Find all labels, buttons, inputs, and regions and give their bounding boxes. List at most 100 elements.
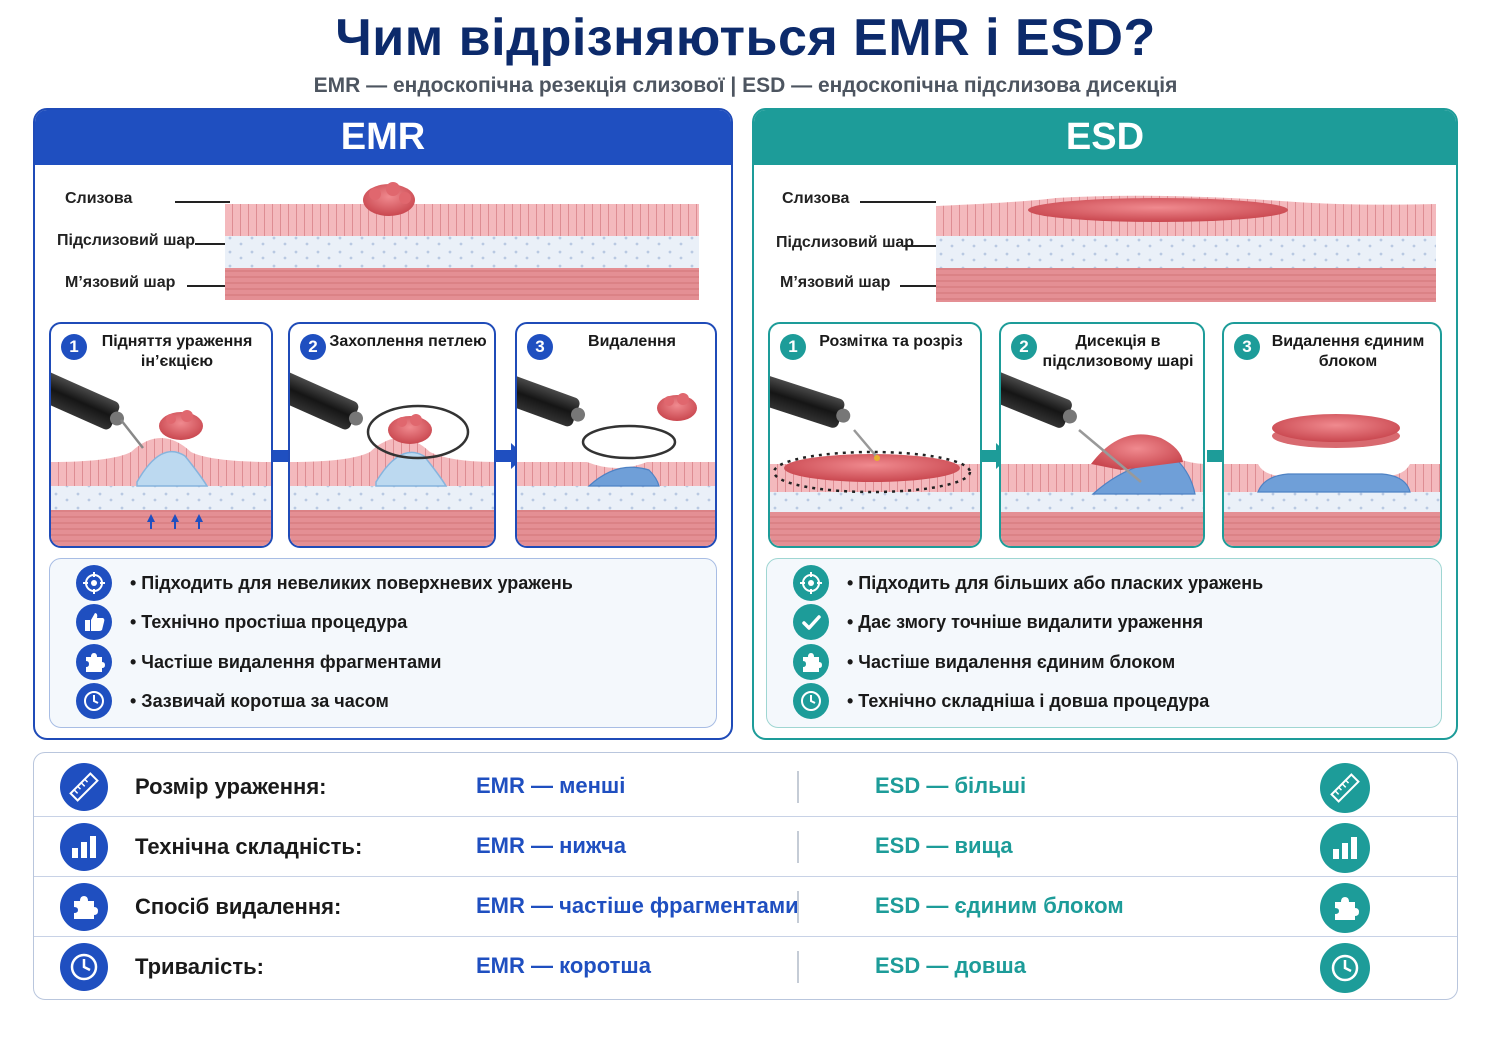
step-number: 1 [780, 334, 806, 360]
step-number: 1 [61, 334, 87, 360]
emr-tissue-diagram [225, 182, 699, 300]
emr-step-3: 3 Видалення [515, 322, 717, 548]
list-item: • Технічно простіша процедура [76, 602, 407, 642]
esd-bullet-list: • Підходить для більших або пласких ураж… [766, 558, 1442, 728]
clock-icon [1320, 943, 1370, 993]
bar-chart-icon [1320, 823, 1370, 873]
step-title: Розмітка та розріз [819, 333, 963, 350]
emr-layer-label-mucosa: Слизова [65, 190, 133, 207]
emr-step-1: 1 Підняття ураження ін’єкцією [49, 322, 273, 548]
emr-value: EMR — нижча [476, 833, 626, 858]
esd-layer-label-muscle: М’язовий шар [780, 274, 891, 291]
esd-layer-label-mucosa: Слизова [782, 190, 850, 207]
list-item: • Зазвичай коротша за часом [76, 681, 389, 721]
step-number: 2 [300, 334, 326, 360]
emr-value: EMR — менші [476, 773, 626, 798]
table-row: Технічна складність: EMR — нижча ESD — в… [34, 817, 1457, 877]
emr-bullet-list: • Підходить для невеликих поверхневих ур… [49, 558, 717, 728]
ruler-icon [60, 763, 108, 811]
column-divider [797, 771, 799, 803]
step-number: 3 [1234, 334, 1260, 360]
esd-step-2: 2 Дисекція в підслизовому шарі [999, 322, 1205, 548]
row-divider [34, 815, 1457, 817]
row-divider [34, 935, 1457, 937]
row-divider [34, 875, 1457, 877]
esd-leader-submucosa [904, 245, 936, 247]
esd-leader-muscle [900, 285, 936, 287]
emr-leader-mucosa [175, 201, 230, 203]
emr-value: EMR — коротша [476, 953, 651, 978]
emr-value: EMR — частіше фрагментами [476, 893, 799, 918]
column-divider [797, 951, 799, 983]
bullet-text: • Підходить для невеликих поверхневих ур… [130, 572, 573, 593]
esd-step-3-illustration [1224, 414, 1440, 546]
emr-step-2: 2 Захоплення петлею [288, 322, 496, 548]
esd-leader-mucosa [860, 201, 936, 203]
page-title: Чим відрізняються EMR і ESD? [335, 9, 1156, 67]
list-item: • Підходить для більших або пласких ураж… [793, 563, 1263, 603]
bar-chart-icon [60, 823, 108, 871]
table-row: Спосіб видалення: EMR — частіше фрагмент… [34, 877, 1457, 937]
clock-icon [76, 683, 112, 719]
bullet-text: • Технічно складніша і довша процедура [847, 690, 1210, 711]
esd-step-1-illustration [770, 373, 980, 546]
esd-layer-label-submucosa: Підслизовий шар [776, 234, 915, 251]
clock-icon [793, 683, 829, 719]
list-item: • Частіше видалення фрагментами [76, 642, 441, 682]
esd-value: ESD — вища [875, 833, 1013, 858]
comparison-table: Розмір ураження: EMR — менші ESD — більш… [33, 752, 1458, 1000]
step-title: Підняття ураження ін’єкцією [101, 333, 253, 370]
puzzle-icon [793, 644, 829, 680]
esd-value: ESD — довша [875, 953, 1026, 978]
bullet-text: • Технічно простіша процедура [130, 611, 408, 632]
emr-leader-muscle [187, 285, 231, 287]
criterion-label: Спосіб видалення: [135, 894, 342, 919]
criterion-label: Технічна складність: [135, 834, 363, 859]
bullet-text: • Частіше видалення єдиним блоком [847, 651, 1176, 672]
bullet-text: • Зазвичай коротша за часом [130, 690, 389, 711]
emr-layer-label-submucosa: Підслизовий шар [57, 232, 196, 249]
thumbs-up-icon [76, 604, 112, 640]
table-row: Тривалість: EMR — коротша ESD — довша [34, 937, 1457, 997]
clock-icon [60, 943, 108, 991]
emr-step-3-illustration [517, 374, 715, 546]
esd-tissue-diagram [936, 195, 1436, 302]
esd-value: ESD — більші [875, 773, 1027, 798]
column-divider [797, 831, 799, 863]
esd-value: ESD — єдиним блоком [875, 893, 1124, 918]
check-icon [793, 604, 829, 640]
target-icon [76, 565, 112, 601]
step-title: Видалення [588, 333, 676, 350]
puzzle-icon [76, 644, 112, 680]
puzzle-icon [60, 883, 108, 931]
emr-layer-label-muscle: М’язовий шар [65, 274, 176, 291]
criterion-label: Розмір ураження: [135, 774, 327, 799]
step-number: 2 [1011, 334, 1037, 360]
step-title: Дисекція в підслизовому шарі [1042, 333, 1194, 370]
list-item: • Частіше видалення єдиним блоком [793, 642, 1175, 682]
esd-panel: ESD Слизова Підслизовий шар М’язовий шар… [752, 108, 1458, 740]
step-title: Захоплення петлею [329, 333, 487, 350]
esd-header: ESD [754, 110, 1456, 165]
page-subtitle: EMR — ендоскопічна резекція слизової | E… [313, 74, 1178, 97]
bullet-text: • Дає змогу точніше видалити ураження [847, 611, 1204, 632]
emr-step-1-illustration [51, 370, 271, 546]
target-icon [793, 565, 829, 601]
criterion-label: Тривалість: [135, 954, 264, 979]
esd-step-1: 1 Розмітка та розріз [768, 322, 982, 548]
bullet-text: • Частіше видалення фрагментами [130, 651, 442, 672]
esd-step-3: 3 Видалення єдиним блоком [1222, 322, 1442, 548]
bullet-text: • Підходить для більших або пласких ураж… [847, 572, 1264, 593]
emr-leader-submucosa [195, 243, 231, 245]
emr-step-2-illustration [290, 370, 494, 546]
list-item: • Технічно складніша і довша процедура [793, 681, 1209, 721]
ruler-icon [1320, 763, 1370, 813]
esd-step-2-illustration [1001, 370, 1203, 546]
column-divider [797, 891, 799, 923]
emr-panel: EMR Слизова Підслизовий шар М’язовий шар… [33, 108, 733, 740]
list-item: • Дає змогу точніше видалити ураження [793, 602, 1203, 642]
list-item: • Підходить для невеликих поверхневих ур… [76, 563, 573, 603]
table-row: Розмір ураження: EMR — менші ESD — більш… [34, 757, 1457, 817]
emr-header: EMR [35, 110, 731, 165]
step-title: Видалення єдиним блоком [1271, 333, 1425, 370]
